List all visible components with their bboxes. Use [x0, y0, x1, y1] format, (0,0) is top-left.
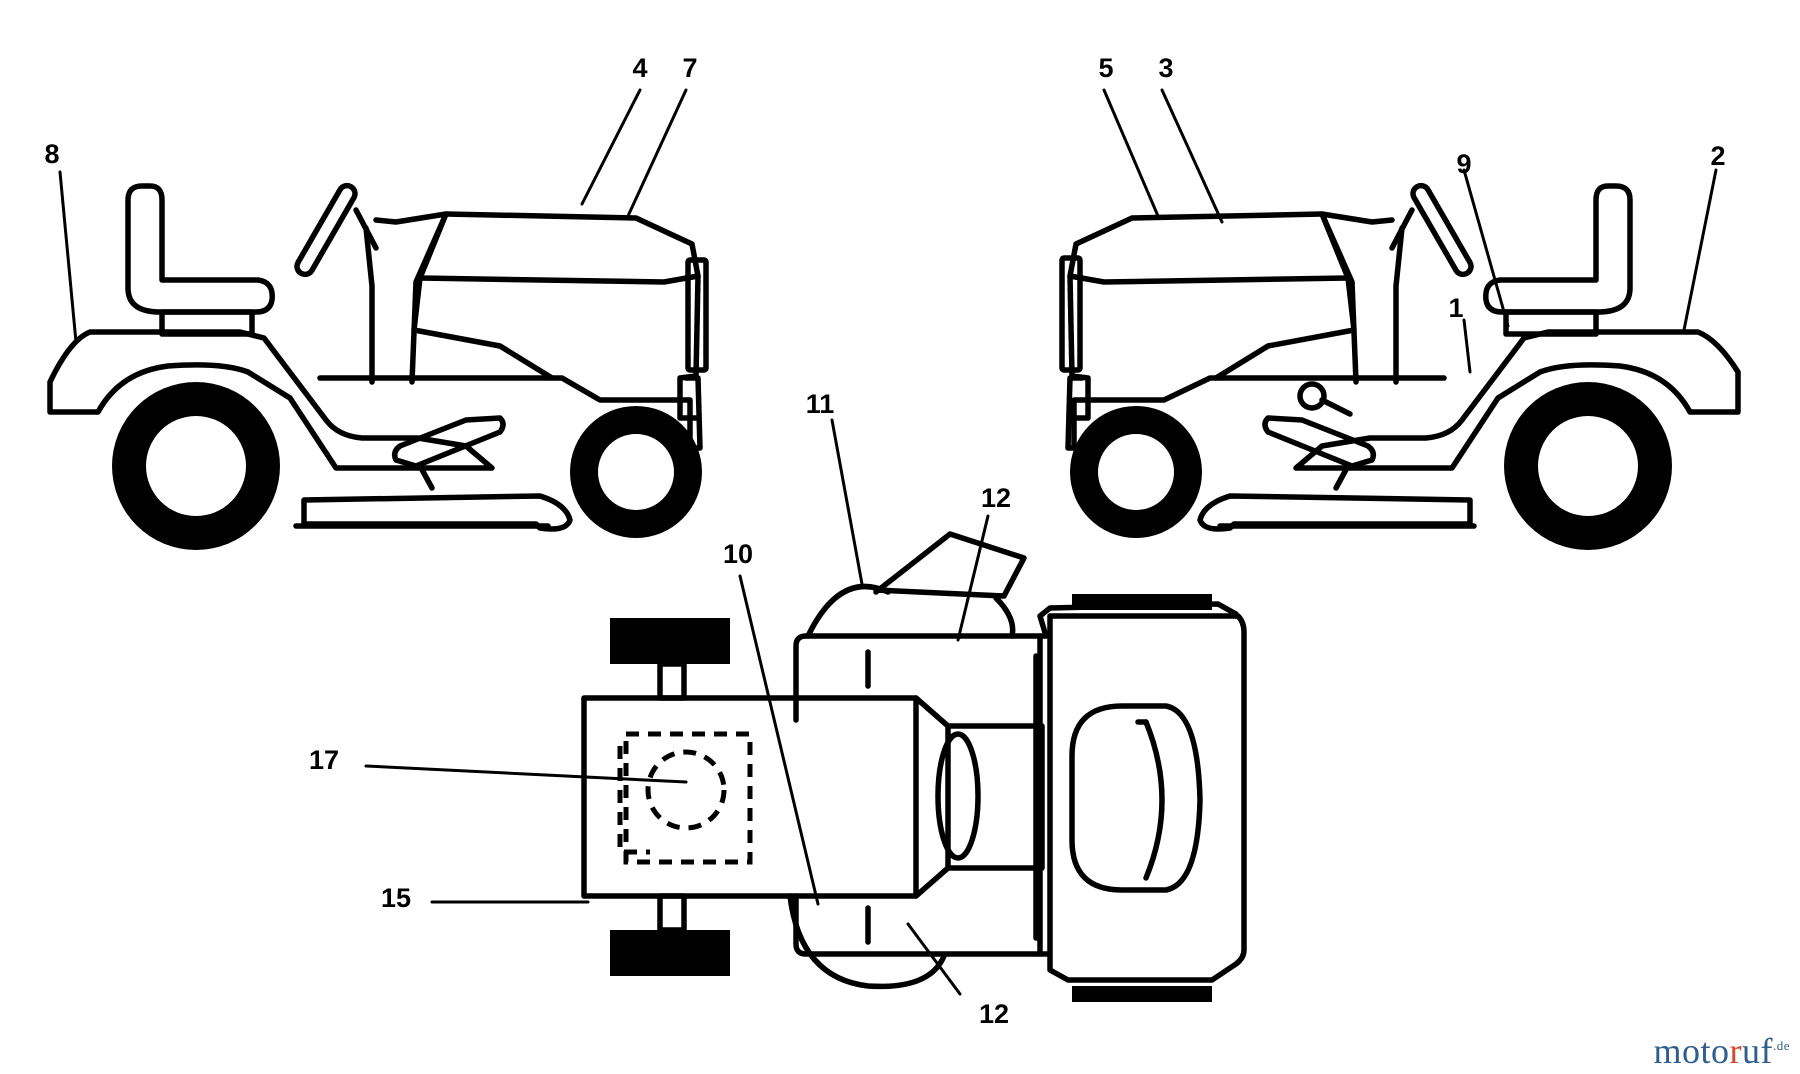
callout-1: 1: [1448, 293, 1463, 323]
callout-10: 10: [723, 539, 753, 569]
tractor-top-view: [581, 531, 1247, 1002]
callout-3: 3: [1158, 53, 1173, 83]
callout-17: 17: [309, 745, 339, 775]
leader-lines: [58, 88, 1718, 996]
callout-11: 11: [806, 389, 835, 419]
callout-4: 4: [632, 53, 647, 83]
watermark-part3: uf: [1741, 1031, 1773, 1071]
watermark-part1: moto: [1653, 1031, 1730, 1071]
callout-8: 8: [44, 139, 59, 169]
watermark-tld: .de: [1772, 1038, 1790, 1053]
callout-12-bottom: 12: [979, 999, 1009, 1029]
callout-12-top: 12: [981, 483, 1011, 513]
tractor-right-side-view: [1059, 182, 1741, 550]
callout-15: 15: [381, 883, 411, 913]
watermark-logo: motoruf.de: [1653, 1030, 1790, 1072]
callout-7: 7: [682, 53, 697, 83]
watermark-part2: r: [1729, 1031, 1742, 1071]
tractor-left-side-view: [47, 182, 709, 550]
callout-labels: 8 4 7 5 3 9 2 1 11 12 10 17 15 12: [44, 53, 1725, 1029]
throttle-knob: [1297, 381, 1353, 417]
callout-9: 9: [1456, 149, 1471, 179]
callout-2: 2: [1710, 141, 1725, 171]
callout-5: 5: [1098, 53, 1113, 83]
